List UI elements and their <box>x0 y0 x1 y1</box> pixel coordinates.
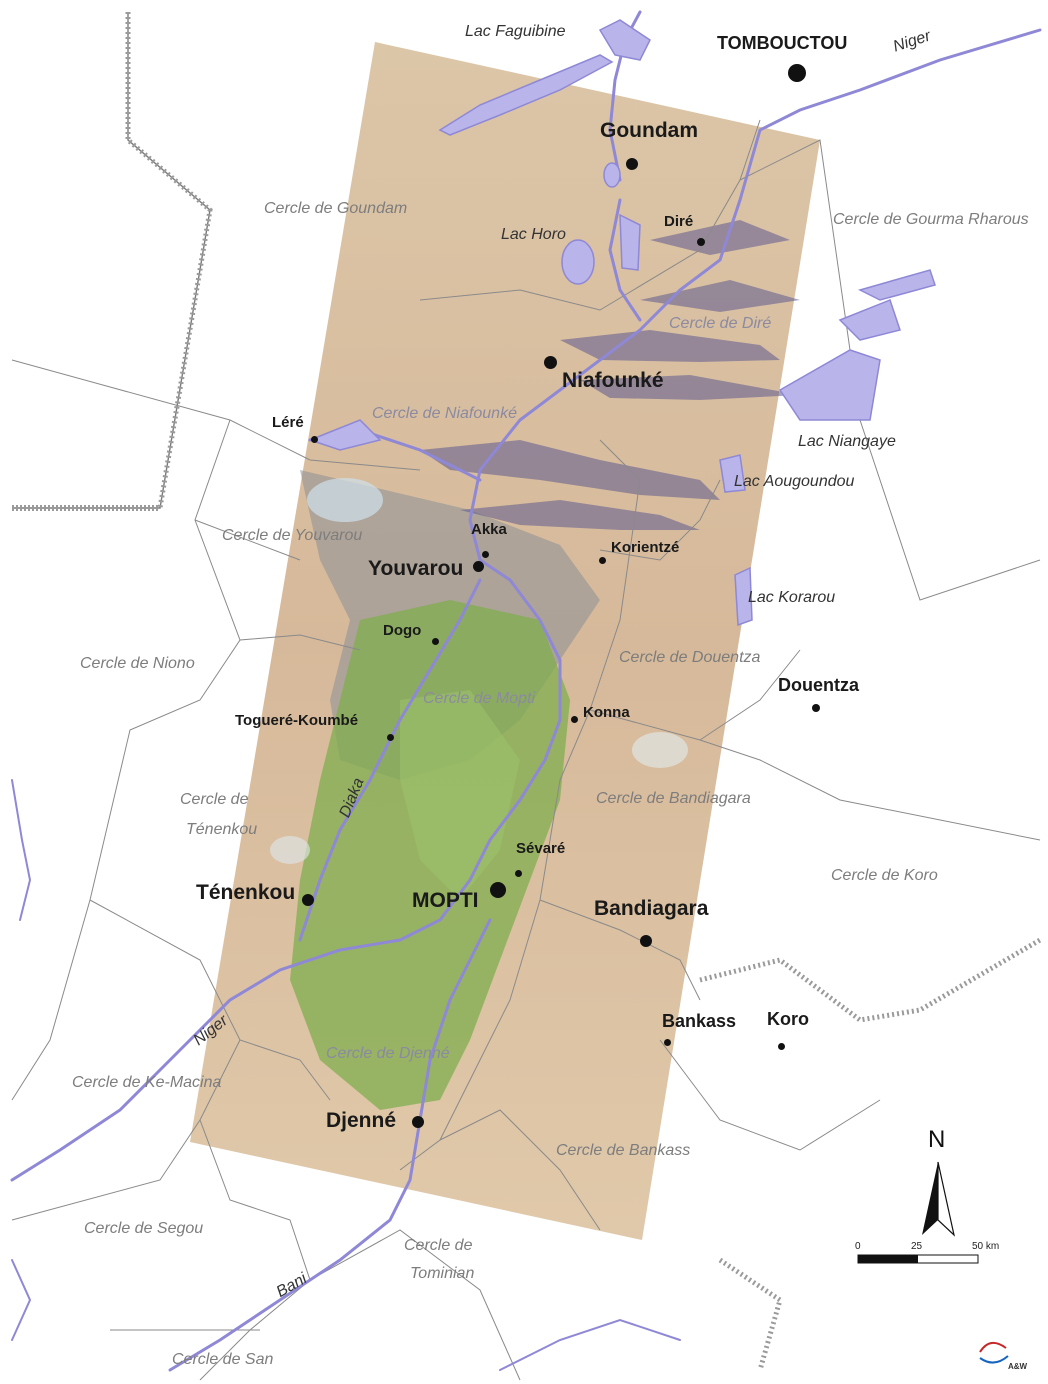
city-dot-sevare <box>515 870 522 877</box>
frontier-lines <box>12 12 1042 1371</box>
cercle-label-bandiagara: Cercle de Bandiagara <box>596 790 751 807</box>
city-label-tombouctou: TOMBOUCTOU <box>717 33 848 53</box>
city-dot-toguere <box>387 734 394 741</box>
cercle-label-douentza: Cercle de Douentza <box>619 649 761 666</box>
city-dot-douentza <box>812 704 820 712</box>
city-dot-mopti <box>490 882 506 898</box>
city-label-douentza: Douentza <box>778 675 859 695</box>
scale-label-50: 50 km <box>972 1241 1000 1252</box>
city-label-djenne: Djenné <box>326 1109 397 1132</box>
cercle-label-tominian-1: Cercle de <box>404 1237 473 1254</box>
cercle-label-djenne: Cercle de Djenné <box>326 1045 450 1062</box>
cercle-label-tenenkou-1: Cercle de <box>180 791 249 808</box>
water-label-aougoundou: Lac Aougoundou <box>734 473 855 490</box>
city-dot-korientze <box>599 557 606 564</box>
cercle-label-niafounke: Cercle de Niafounké <box>372 405 517 422</box>
city-label-niafounke: Niafounké <box>562 369 664 392</box>
city-dot-tenenkou <box>302 894 314 906</box>
city-dot-niafounke <box>544 356 557 369</box>
cercle-label-goundam: Cercle de Goundam <box>264 200 408 217</box>
cercle-label-youvarou: Cercle de Youvarou <box>222 527 363 544</box>
city-label-toguere: Togueré-Koumbé <box>235 712 359 729</box>
scale-label-0: 0 <box>855 1241 861 1252</box>
cercle-label-koro: Cercle de Koro <box>831 867 938 884</box>
city-dot-akka <box>482 551 489 558</box>
cercle-label-tominian-2: Tominian <box>410 1265 475 1282</box>
city-label-bandiagara: Bandiagara <box>594 897 709 920</box>
city-label-konna: Konna <box>583 704 630 721</box>
cercle-label-gourma: Cercle de Gourma Rharous <box>833 211 1029 228</box>
city-dot-konna <box>571 716 578 723</box>
city-dot-lere <box>311 436 318 443</box>
logo-text: A&W <box>1008 1362 1028 1371</box>
city-label-dogo: Dogo <box>383 622 422 639</box>
water-label-korarou: Lac Korarou <box>748 589 836 606</box>
water-label-faguibine: Lac Faguibine <box>465 23 566 40</box>
scale-label-25: 25 <box>911 1241 923 1252</box>
water-label-niangaye: Lac Niangaye <box>798 433 896 450</box>
cercle-label-segou: Cercle de Segou <box>84 1220 204 1237</box>
cercle-boundaries <box>11 119 1041 1381</box>
cercle-label-bankass: Cercle de Bankass <box>556 1142 691 1159</box>
city-label-korientze: Korientzé <box>611 539 680 556</box>
city-label-goundam: Goundam <box>600 119 698 142</box>
city-dot-dire <box>697 238 705 246</box>
north-arrow-icon <box>922 1161 955 1237</box>
cercle-label-mopti: Cercle de Mopti <box>423 690 536 707</box>
cercle-label-tenenkou-2: Ténenkou <box>186 821 258 838</box>
cercle-label-niono: Cercle de Niono <box>80 655 195 672</box>
lakes <box>307 19 936 627</box>
city-label-lere: Léré <box>272 414 304 431</box>
city-label-bankass: Bankass <box>662 1011 737 1031</box>
cercle-label-dire: Cercle de Diré <box>669 315 772 332</box>
north-label: N <box>928 1126 946 1153</box>
water-label-horo: Lac Horo <box>501 226 566 243</box>
city-label-akka: Akka <box>471 521 507 538</box>
city-label-dire: Diré <box>664 213 694 230</box>
city-label-mopti: MOPTI <box>412 889 479 912</box>
cercle-label-macina: Cercle de Ke-Macina <box>72 1074 222 1091</box>
scale-bar <box>857 1254 979 1264</box>
city-dot-bandiagara <box>640 935 652 947</box>
city-label-koro: Koro <box>767 1009 809 1029</box>
city-dot-goundam <box>626 158 638 170</box>
cercle-label-san: Cercle de San <box>172 1351 274 1368</box>
city-label-sevare: Sévaré <box>516 840 566 857</box>
logo-icon <box>979 1341 1009 1364</box>
satellite-image <box>190 42 820 1240</box>
city-label-youvarou: Youvarou <box>368 557 464 580</box>
city-dot-djenne <box>412 1116 424 1128</box>
city-dot-tombouctou <box>788 64 806 82</box>
city-dot-koro <box>778 1043 785 1050</box>
city-dot-youvarou <box>473 561 484 572</box>
city-label-tenenkou: Ténenkou <box>196 881 296 904</box>
city-dot-dogo <box>432 638 439 645</box>
city-dot-bankass <box>664 1039 671 1046</box>
